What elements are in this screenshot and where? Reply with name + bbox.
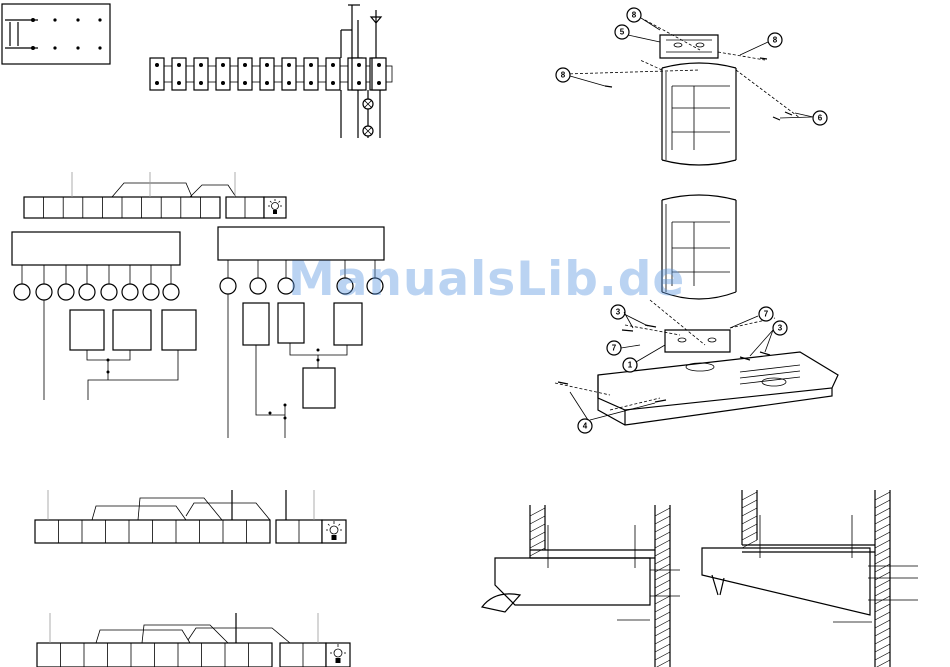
callout-number: 3 [616, 308, 621, 317]
callout-number: 7 [612, 344, 617, 353]
callout-marker: 4 [578, 419, 592, 433]
callout-number: 8 [561, 71, 566, 80]
callout-marker: 8 [627, 8, 641, 22]
terminal-strip [150, 58, 392, 90]
watermark-text: ManualsLib.de [288, 252, 685, 307]
wall-hatching [530, 492, 890, 667]
light-bulb-icon [322, 520, 346, 543]
side-view-hood-right [702, 490, 918, 667]
callout-marker: 5 [615, 25, 629, 39]
switch-panel-2 [35, 490, 322, 543]
callout-number: 7 [764, 310, 769, 319]
exploded-view-hood [555, 20, 838, 425]
lamp-icon [363, 126, 373, 136]
callout-marker: 3 [773, 321, 787, 335]
callout-number: 1 [628, 361, 633, 370]
lamp-icon [363, 99, 373, 109]
terminal-plate [2, 4, 110, 64]
callout-marker: 6 [813, 111, 827, 125]
callout-number: 3 [778, 324, 783, 333]
callout-marker: 7 [607, 341, 621, 355]
side-view-hood-left [482, 505, 680, 667]
callout-marker: 7 [759, 307, 773, 321]
callout-marker: 1 [623, 358, 637, 372]
light-bulb-icon [326, 643, 350, 667]
switch-panel-1 [24, 172, 264, 218]
light-bulb-icon [264, 197, 286, 218]
callout-marker: 3 [611, 305, 625, 319]
callout-number: 4 [583, 422, 588, 431]
callout-number: 6 [818, 114, 823, 123]
switch-panel-3 [37, 613, 326, 667]
callout-marker: 8 [556, 68, 570, 82]
callout-number: 8 [773, 36, 778, 45]
callout-marker: 8 [768, 33, 782, 47]
callout-number: 8 [632, 11, 637, 20]
callout-number: 5 [620, 28, 625, 37]
control-circuit-left [12, 232, 196, 400]
